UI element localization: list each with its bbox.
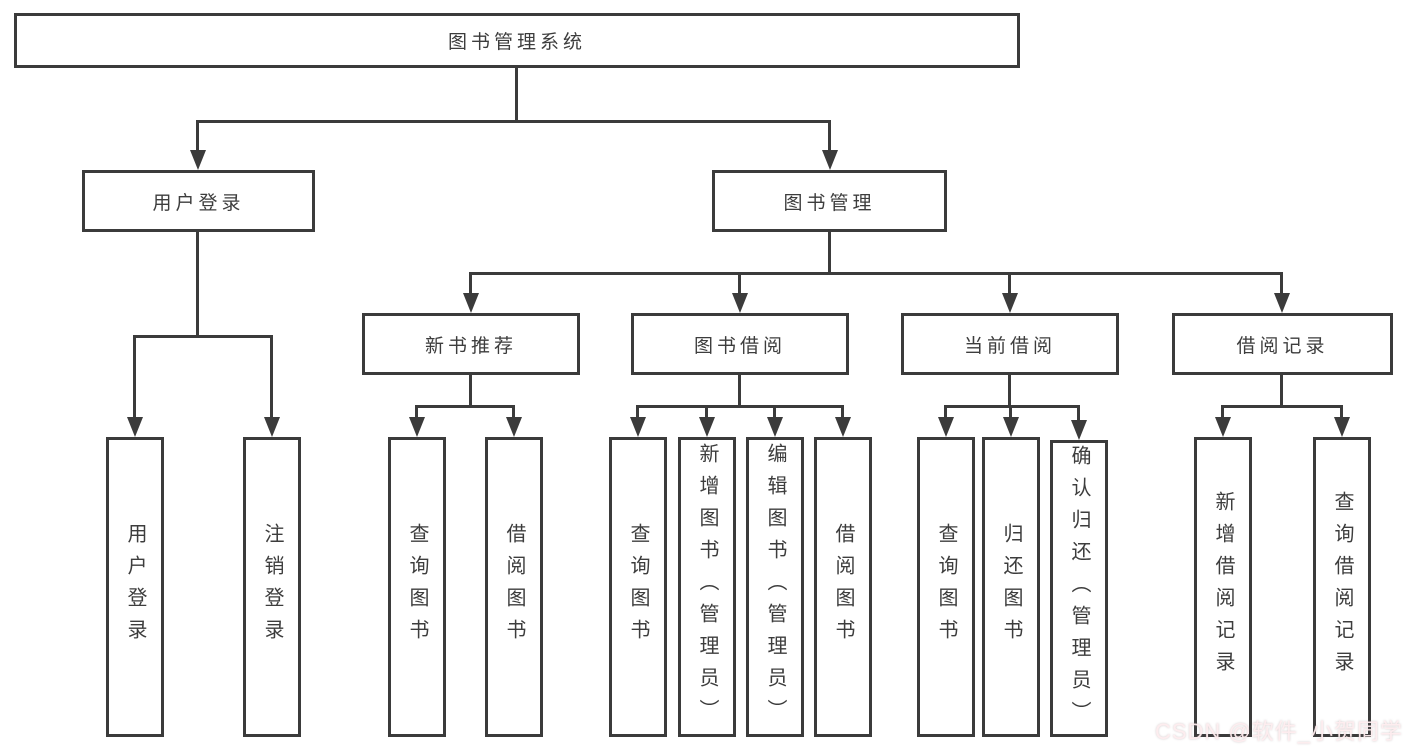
node-current-borrow: 当前借阅 <box>901 313 1119 375</box>
node-book-mgmt: 图书管理 <box>712 170 947 232</box>
arrow-leaf-logout <box>264 417 280 437</box>
conn-mgmt-drop-4 <box>1280 272 1283 293</box>
leaf-return-book-label: 归还图书 <box>1000 523 1022 651</box>
conn-root-drop-right <box>828 120 831 150</box>
conn-rec-bar <box>415 405 515 408</box>
node-book-mgmt-label: 图书管理 <box>783 192 876 214</box>
leaf-user-login: 用户登录 <box>106 437 164 737</box>
leaf-confirm-return: 确认归还（管理员） <box>1050 440 1108 737</box>
arrow-leaf-confirm <box>1071 420 1087 440</box>
conn-current-stem <box>1008 375 1011 405</box>
conn-mgmt-bar <box>469 272 1283 275</box>
leaf-query-book-2: 查询图书 <box>609 437 667 737</box>
conn-mgmt-stem <box>828 232 831 272</box>
conn-record-drop-2 <box>1340 405 1343 417</box>
leaf-return-book: 归还图书 <box>982 437 1040 737</box>
conn-borrow-stem <box>738 375 741 405</box>
leaf-user-login-label: 用户登录 <box>124 523 146 651</box>
node-new-book-rec: 新书推荐 <box>362 313 580 375</box>
arrow-book-borrow <box>732 293 748 313</box>
arrow-current-borrow <box>1002 293 1018 313</box>
arrow-leaf-return <box>1003 417 1019 437</box>
csdn-watermark: CSDN @软件_小贺同学 <box>1154 719 1403 744</box>
conn-current-bar <box>944 405 1080 408</box>
conn-mgmt-drop-3 <box>1008 272 1011 293</box>
leaf-query-book-2-label: 查询图书 <box>627 523 649 651</box>
conn-current-drop-2 <box>1009 405 1012 417</box>
arrow-leaf-query-2 <box>630 417 646 437</box>
node-root-label: 图书管理系统 <box>447 32 586 53</box>
conn-login-drop-1 <box>133 335 136 417</box>
leaf-borrow-book-2: 借阅图书 <box>814 437 872 737</box>
leaf-query-book-3-label: 查询图书 <box>935 523 957 651</box>
leaf-edit-book: 编辑图书（管理员） <box>746 437 804 737</box>
leaf-add-book-label: 新增图书（管理员） <box>696 443 718 731</box>
conn-rec-stem <box>469 375 472 405</box>
leaf-query-record-label: 查询借阅记录 <box>1331 491 1353 683</box>
conn-root-bar <box>196 120 831 123</box>
leaf-add-record: 新增借阅记录 <box>1194 437 1252 737</box>
conn-record-drop-1 <box>1221 405 1224 417</box>
leaf-borrow-book-1: 借阅图书 <box>485 437 543 737</box>
conn-root-stem <box>515 68 518 120</box>
conn-current-drop-1 <box>944 405 947 417</box>
arrow-book-mgmt <box>822 150 838 170</box>
leaf-query-book-3: 查询图书 <box>917 437 975 737</box>
node-book-borrow: 图书借阅 <box>631 313 849 375</box>
arrow-leaf-borrow-2 <box>835 417 851 437</box>
conn-borrow-drop-2 <box>705 405 708 417</box>
arrow-leaf-query-1 <box>409 417 425 437</box>
arrow-leaf-edit-book <box>767 417 783 437</box>
leaf-confirm-return-label: 确认归还（管理员） <box>1068 444 1090 733</box>
node-user-login-label: 用户登录 <box>152 192 245 214</box>
node-borrow-record: 借阅记录 <box>1172 313 1393 375</box>
arrow-new-book-rec <box>463 293 479 313</box>
node-root: 图书管理系统 <box>14 13 1020 68</box>
arrow-leaf-query-record <box>1334 417 1350 437</box>
arrow-user-login <box>190 150 206 170</box>
conn-login-bar <box>133 335 273 338</box>
node-current-borrow-label: 当前借阅 <box>963 335 1056 357</box>
arrow-leaf-query-3 <box>938 417 954 437</box>
conn-rec-drop-1 <box>415 405 418 417</box>
conn-borrow-drop-3 <box>773 405 776 417</box>
leaf-add-book: 新增图书（管理员） <box>678 437 736 737</box>
arrow-leaf-user-login <box>127 417 143 437</box>
leaf-logout-label: 注销登录 <box>261 523 283 651</box>
leaf-query-book-1-label: 查询图书 <box>406 523 428 651</box>
conn-borrow-bar <box>636 405 844 408</box>
leaf-query-record: 查询借阅记录 <box>1313 437 1371 737</box>
conn-record-bar <box>1221 405 1343 408</box>
arrow-leaf-add-book <box>699 417 715 437</box>
conn-mgmt-drop-2 <box>738 272 741 293</box>
conn-current-drop-3 <box>1077 405 1080 420</box>
conn-rec-drop-2 <box>512 405 515 417</box>
leaf-add-record-label: 新增借阅记录 <box>1212 491 1234 683</box>
conn-borrow-drop-1 <box>636 405 639 417</box>
arrow-leaf-borrow-1 <box>506 417 522 437</box>
arrow-borrow-record <box>1274 293 1290 313</box>
leaf-query-book-1: 查询图书 <box>388 437 446 737</box>
node-borrow-record-label: 借阅记录 <box>1236 335 1329 357</box>
conn-borrow-drop-4 <box>841 405 844 417</box>
arrow-leaf-add-record <box>1215 417 1231 437</box>
node-new-book-rec-label: 新书推荐 <box>424 335 517 357</box>
conn-root-drop-left <box>196 120 199 150</box>
conn-mgmt-drop-1 <box>469 272 472 293</box>
node-book-borrow-label: 图书借阅 <box>693 335 786 357</box>
leaf-logout: 注销登录 <box>243 437 301 737</box>
leaf-edit-book-label: 编辑图书（管理员） <box>764 443 786 731</box>
conn-login-drop-2 <box>270 335 273 417</box>
node-user-login: 用户登录 <box>82 170 315 232</box>
conn-login-stem <box>196 232 199 335</box>
leaf-borrow-book-1-label: 借阅图书 <box>503 523 525 651</box>
leaf-borrow-book-2-label: 借阅图书 <box>832 523 854 651</box>
conn-record-stem <box>1280 375 1283 405</box>
